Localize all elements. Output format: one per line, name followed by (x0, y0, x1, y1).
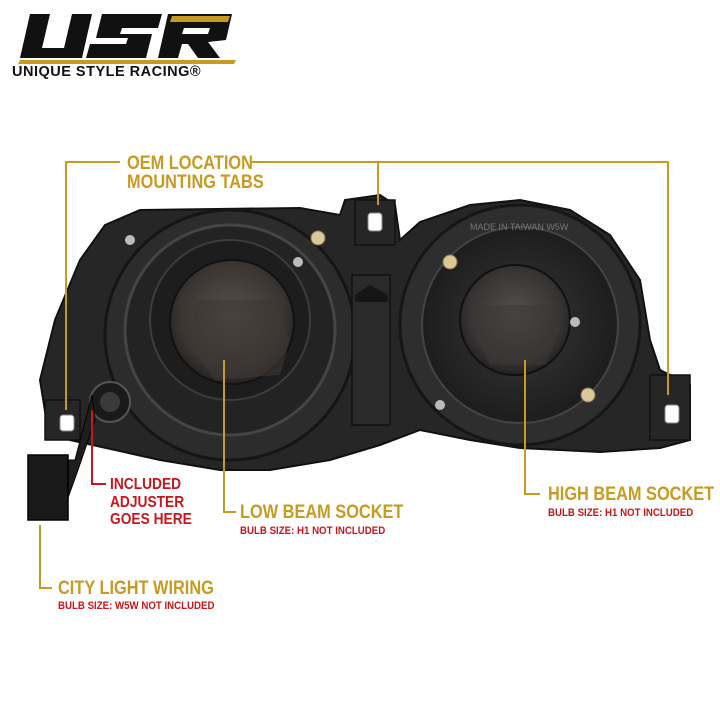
oem-tabs-label: OEM LOCATION MOUNTING TABS (127, 154, 264, 192)
adjuster-callout-line (91, 410, 106, 485)
callout-lines (39, 161, 669, 589)
adjuster-screws (125, 230, 596, 410)
adjuster-line3: GOES HERE (110, 511, 192, 529)
housing-stamp: MADE IN TAIWAN W5W (470, 222, 569, 232)
adjuster-line2: ADJUSTER (110, 493, 185, 511)
low-beam-socket (169, 259, 295, 385)
low-beam-title: LOW BEAM SOCKET (240, 502, 404, 523)
adjuster-label: INCLUDED ADJUSTER GOES HERE (110, 476, 192, 529)
brand-logo (12, 10, 242, 85)
city-light-title: CITY LIGHT WIRING (58, 578, 214, 599)
oem-tabs-line1: OEM LOCATION (127, 153, 253, 174)
adjuster-line1: INCLUDED (110, 476, 182, 493)
usr-logo-mark (18, 14, 236, 64)
high-beam-subtitle: BULB SIZE: H1 NOT INCLUDED (548, 507, 694, 519)
headlight-housing (38, 193, 691, 471)
city-light-subtitle: BULB SIZE: W5W NOT INCLUDED (58, 600, 215, 612)
brand-name: UNIQUE STYLE RACING® (12, 64, 202, 80)
oem-tabs-line2: MOUNTING TABS (127, 172, 264, 193)
low-beam-subtitle: BULB SIZE: H1 NOT INCLUDED (240, 525, 386, 537)
high-beam-socket (459, 264, 571, 376)
high-beam-title: HIGH BEAM SOCKET (548, 484, 715, 505)
